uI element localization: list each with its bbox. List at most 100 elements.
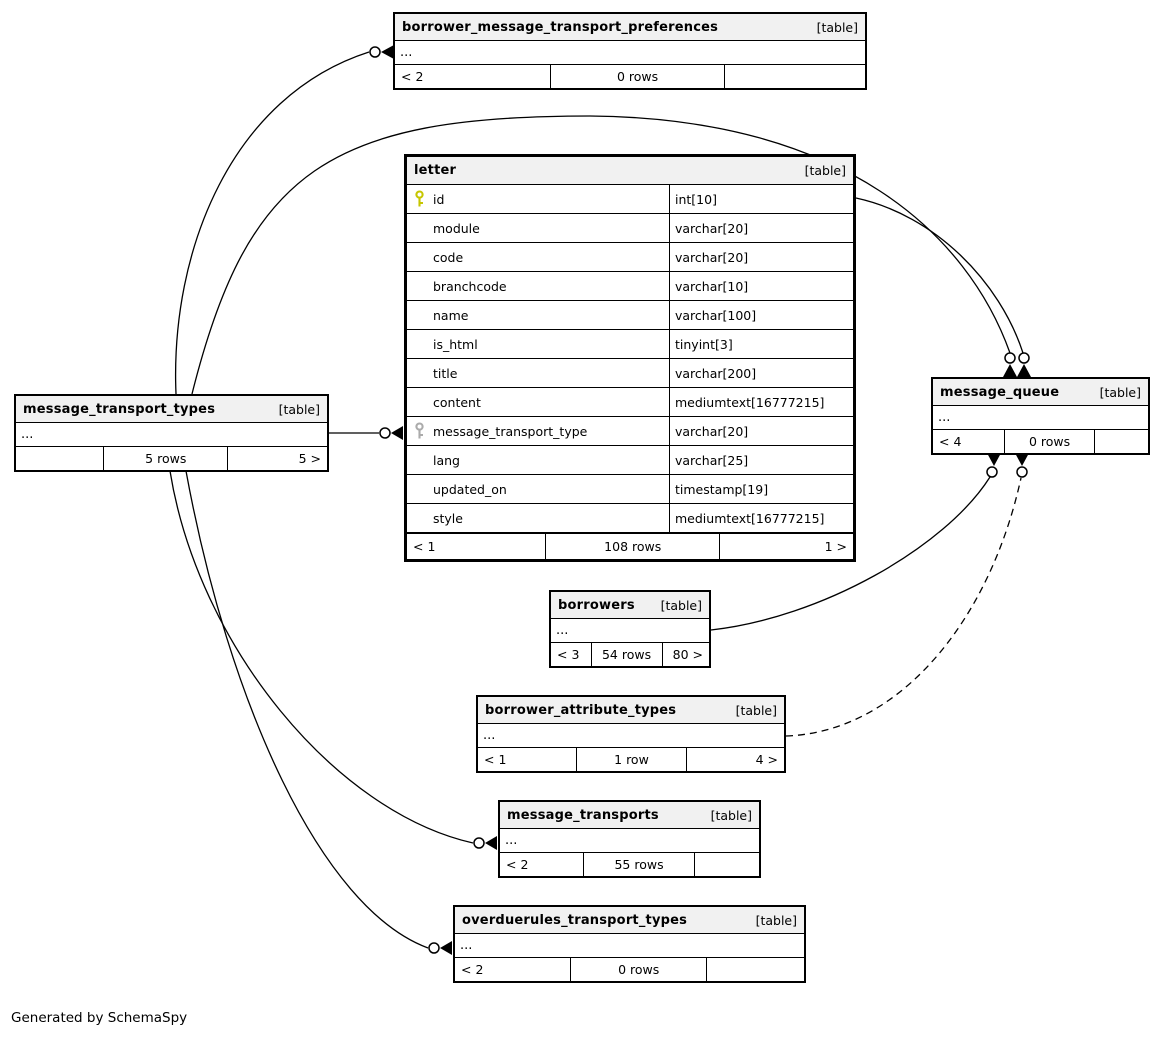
column-type: varchar[20] bbox=[675, 249, 749, 265]
column-type: mediumtext[16777215] bbox=[675, 510, 825, 526]
column-row: is_html tinyint[3] bbox=[407, 330, 853, 359]
table-name[interactable]: overduerules_transport_types bbox=[462, 912, 688, 928]
table-header: borrower_attribute_types [table] bbox=[478, 697, 784, 724]
edge-mtt-to-preferences bbox=[174, 51, 370, 395]
table-node-message-queue[interactable]: message_queue [table] ... < 4 0 rows bbox=[931, 377, 1150, 455]
column-type: varchar[200] bbox=[675, 365, 757, 381]
table-node-message-transports[interactable]: message_transports [table] ... < 2 55 ro… bbox=[498, 800, 761, 878]
primary-key-icon bbox=[414, 190, 433, 208]
column-name: message_transport_type bbox=[433, 423, 588, 439]
footer-rowcount: 0 rows bbox=[550, 65, 724, 88]
foreign-key-icon bbox=[414, 422, 433, 440]
column-name: module bbox=[433, 220, 480, 236]
edge-mtt-to-overduerules bbox=[185, 470, 429, 949]
table-header: message_transports [table] bbox=[500, 802, 759, 829]
column-name: updated_on bbox=[433, 481, 507, 497]
table-header: overduerules_transport_types [table] bbox=[455, 907, 804, 934]
footer-rowcount: 54 rows bbox=[590, 643, 662, 666]
table-name[interactable]: borrowers bbox=[558, 597, 635, 613]
column-row: code varchar[20] bbox=[407, 243, 853, 272]
collapsed-columns: ... bbox=[16, 423, 327, 447]
collapsed-columns: ... bbox=[395, 41, 865, 65]
table-footer: < 1 108 rows 1 > bbox=[407, 533, 853, 559]
table-name[interactable]: message_queue bbox=[940, 384, 1060, 400]
edge-letter-id-to-message-queue bbox=[855, 197, 1024, 354]
footer-rowcount: 0 rows bbox=[1003, 430, 1094, 453]
column-row: id int[10] bbox=[407, 185, 853, 214]
column-type: varchar[100] bbox=[675, 307, 757, 323]
column-type: varchar[10] bbox=[675, 278, 749, 294]
column-type: timestamp[19] bbox=[675, 481, 769, 497]
column-row: message_transport_type varchar[20] bbox=[407, 417, 853, 446]
column-name: content bbox=[433, 394, 481, 410]
column-row: module varchar[20] bbox=[407, 214, 853, 243]
column-row: updated_on timestamp[19] bbox=[407, 475, 853, 504]
column-name: style bbox=[433, 510, 463, 526]
table-node-letter[interactable]: letter [table] id int[10] module varchar… bbox=[404, 154, 856, 562]
table-badge: [table] bbox=[804, 163, 846, 178]
table-badge: [table] bbox=[710, 807, 752, 823]
table-node-message-transport-types[interactable]: message_transport_types [table] ... 5 ro… bbox=[14, 394, 329, 472]
column-type: int[10] bbox=[675, 191, 717, 207]
footer-rowcount: 0 rows bbox=[570, 958, 706, 981]
edge-end-markers bbox=[369, 45, 1031, 955]
column-type: varchar[25] bbox=[675, 452, 749, 468]
footer-parents: < 3 bbox=[557, 647, 580, 662]
footer-parents bbox=[16, 447, 103, 470]
table-name[interactable]: message_transports bbox=[507, 807, 659, 823]
table-footer: 5 rows 5 > bbox=[16, 447, 327, 470]
column-name: is_html bbox=[433, 336, 478, 352]
table-footer: < 3 54 rows 80 > bbox=[551, 643, 709, 666]
table-footer: < 2 0 rows bbox=[455, 958, 804, 981]
table-name[interactable]: message_transport_types bbox=[23, 401, 216, 417]
table-badge: [table] bbox=[816, 19, 858, 35]
column-row: title varchar[200] bbox=[407, 359, 853, 388]
table-header: message_queue [table] bbox=[933, 379, 1148, 406]
column-name: name bbox=[433, 307, 469, 323]
column-name: branchcode bbox=[433, 278, 507, 294]
edge-borrower-attribute-types-to-message-queue bbox=[785, 477, 1022, 737]
collapsed-columns: ... bbox=[500, 829, 759, 853]
column-name: code bbox=[433, 249, 464, 265]
footer-rowcount: 5 rows bbox=[103, 447, 227, 470]
generator-footnote: Generated by SchemaSpy bbox=[11, 1010, 188, 1026]
table-name[interactable]: borrower_attribute_types bbox=[485, 702, 677, 718]
collapsed-columns: ... bbox=[551, 619, 709, 643]
collapsed-columns: ... bbox=[933, 406, 1148, 430]
table-badge: [table] bbox=[735, 702, 777, 718]
table-badge: [table] bbox=[660, 597, 702, 613]
footer-rowcount: 108 rows bbox=[545, 534, 719, 559]
table-footer: < 2 0 rows bbox=[395, 65, 865, 88]
footer-parents: < 2 bbox=[506, 857, 529, 872]
column-type: varchar[20] bbox=[675, 423, 749, 439]
table-node-borrowers[interactable]: borrowers [table] ... < 3 54 rows 80 > bbox=[549, 590, 711, 668]
footer-parents: < 1 bbox=[413, 539, 436, 554]
table-badge: [table] bbox=[278, 401, 320, 417]
column-name: id bbox=[433, 191, 445, 207]
column-type: varchar[20] bbox=[675, 220, 749, 236]
column-name: lang bbox=[433, 452, 460, 468]
footer-rowcount: 55 rows bbox=[582, 853, 694, 876]
footer-children bbox=[706, 958, 804, 981]
table-node-borrower-message-transport-preferences[interactable]: borrower_message_transport_preferences [… bbox=[393, 12, 867, 90]
table-node-overduerules-transport-types[interactable]: overduerules_transport_types [table] ...… bbox=[453, 905, 806, 983]
footer-parents: < 2 bbox=[461, 962, 484, 977]
table-badge: [table] bbox=[1099, 384, 1141, 400]
column-row: branchcode varchar[10] bbox=[407, 272, 853, 301]
footer-children bbox=[694, 853, 759, 876]
table-footer: < 4 0 rows bbox=[933, 430, 1148, 453]
table-name[interactable]: borrower_message_transport_preferences bbox=[402, 19, 719, 35]
footer-children: 80 > bbox=[661, 643, 709, 666]
table-header: letter [table] bbox=[407, 157, 853, 185]
column-row: style mediumtext[16777215] bbox=[407, 504, 853, 533]
table-node-borrower-attribute-types[interactable]: borrower_attribute_types [table] ... < 1… bbox=[476, 695, 786, 773]
footer-children: 4 > bbox=[686, 748, 784, 771]
collapsed-columns: ... bbox=[478, 724, 784, 748]
table-name[interactable]: letter bbox=[414, 163, 457, 178]
edge-mtt-to-message-queue bbox=[191, 115, 1011, 395]
footer-children: 5 > bbox=[227, 447, 327, 470]
footer-rowcount: 1 row bbox=[575, 748, 686, 771]
column-row: name varchar[100] bbox=[407, 301, 853, 330]
